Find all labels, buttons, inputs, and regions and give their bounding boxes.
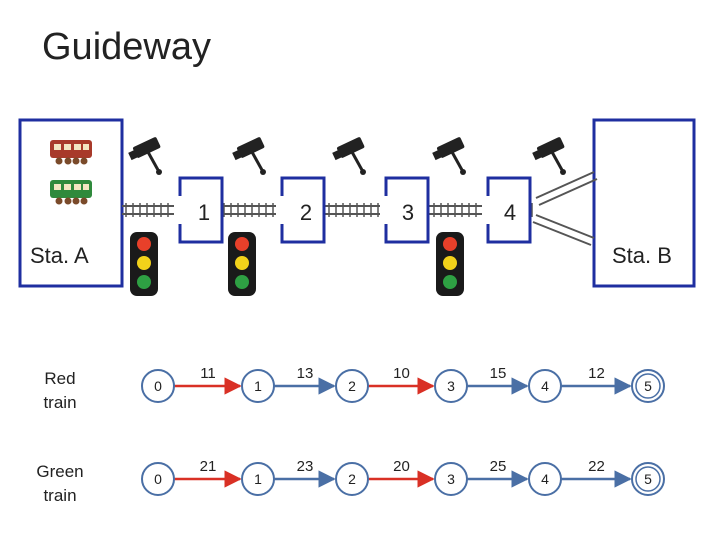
schedule-node-label: 4 [541, 471, 549, 487]
final-node-ring [635, 373, 661, 399]
schedule-node-label: 4 [541, 378, 549, 394]
traffic-signal-icon [228, 232, 256, 296]
edge-weight-label: 25 [490, 458, 507, 475]
schedule-node [141, 462, 175, 496]
schedule-node-label: 5 [644, 378, 652, 394]
schedule-node [528, 462, 562, 496]
edge-weight-label: 23 [297, 458, 314, 475]
rail-switch-lower [532, 214, 595, 246]
row-label: Green [36, 462, 83, 481]
schedule-node-label: 0 [154, 378, 162, 394]
traffic-signal-icon [130, 232, 158, 296]
edge-weight-label: 15 [490, 365, 507, 382]
passenger-car-icon [50, 180, 92, 205]
schedule-node-label: 2 [348, 378, 356, 394]
edge-weight-label: 21 [200, 458, 217, 475]
page-title: Guideway [42, 26, 211, 68]
station-b-box [592, 118, 696, 288]
schedule-node-label: 1 [254, 471, 262, 487]
traffic-signal-icon [436, 232, 464, 296]
block-label-3: 3 [402, 200, 414, 225]
edge-weight-label: 12 [588, 365, 605, 382]
final-node-ring [635, 466, 661, 492]
schedule-node [141, 369, 175, 403]
edge-weight-label: 22 [588, 458, 605, 475]
schedule-node-label: 1 [254, 378, 262, 394]
schedule-node-label: 2 [348, 471, 356, 487]
edge-weight-label: 13 [297, 365, 314, 382]
station-a-label: Sta. A [30, 243, 89, 268]
block-label-1: 1 [198, 200, 210, 225]
schedule-node-label: 3 [447, 471, 455, 487]
security-camera-icon [126, 135, 164, 177]
block-label-2: 2 [300, 200, 312, 225]
row-label: train [43, 393, 76, 412]
rail-switch-upper [535, 171, 598, 206]
station-b-label: Sta. B [612, 243, 672, 268]
schedule-node-label: 3 [447, 378, 455, 394]
security-camera-icon [530, 135, 568, 177]
edge-weight-label: 11 [200, 365, 216, 382]
row-label: train [43, 486, 76, 505]
edge-weight-label: 10 [393, 365, 410, 382]
schedule-node-label: 5 [644, 471, 652, 487]
schedule-node [434, 369, 468, 403]
security-camera-icon [430, 135, 468, 177]
block-label-4: 4 [504, 200, 516, 225]
schedule-node [434, 462, 468, 496]
schedule-node [335, 369, 369, 403]
schedule-node [528, 369, 562, 403]
security-camera-icon [230, 135, 268, 177]
row-label: Red [44, 369, 75, 388]
schedule-node [241, 462, 275, 496]
schedule-node [241, 369, 275, 403]
passenger-car-icon [50, 140, 92, 165]
station-a-box [18, 118, 124, 288]
edge-weight-label: 20 [393, 458, 410, 475]
schedule-node-label: 0 [154, 471, 162, 487]
schedule-node [335, 462, 369, 496]
security-camera-icon [330, 135, 368, 177]
